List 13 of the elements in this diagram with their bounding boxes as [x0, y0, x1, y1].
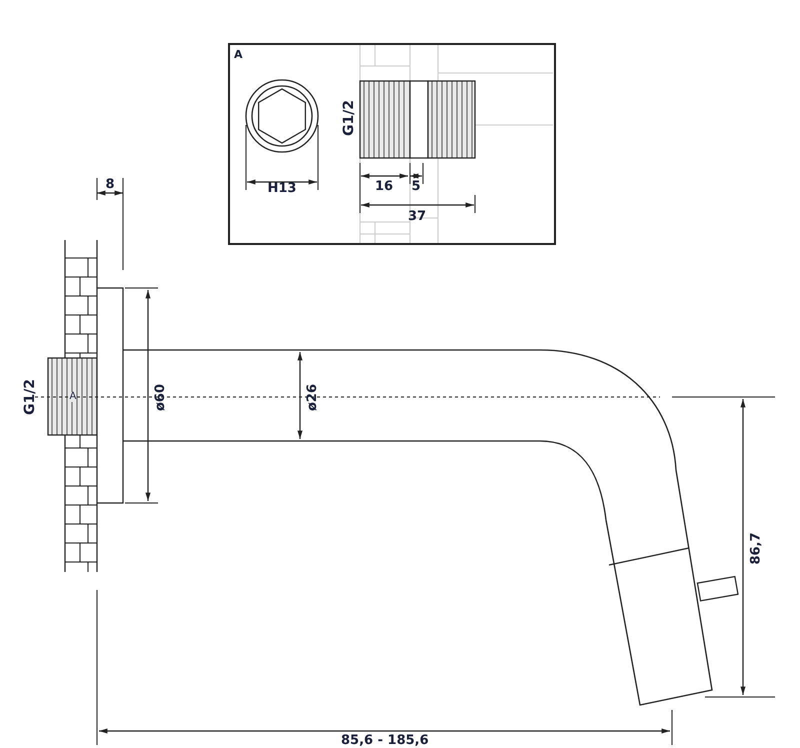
thread-label: G1/2: [342, 100, 356, 136]
dimension-label: 85,6 - 185,6: [341, 734, 429, 746]
dimension-label: 86,7: [750, 532, 763, 564]
dimension-label: 37: [408, 210, 426, 222]
dimension-label: 16: [375, 180, 394, 192]
detail-frame: [228, 43, 556, 245]
detail-letter: A: [234, 49, 243, 60]
dimension-label: 8: [106, 178, 115, 190]
dimension-label: 5: [412, 180, 421, 192]
dimension-label: ø60: [154, 383, 167, 411]
dimension-label: ø26: [306, 383, 319, 411]
thread-label: G1/2: [23, 378, 38, 416]
dimension-label: H13: [268, 182, 296, 194]
